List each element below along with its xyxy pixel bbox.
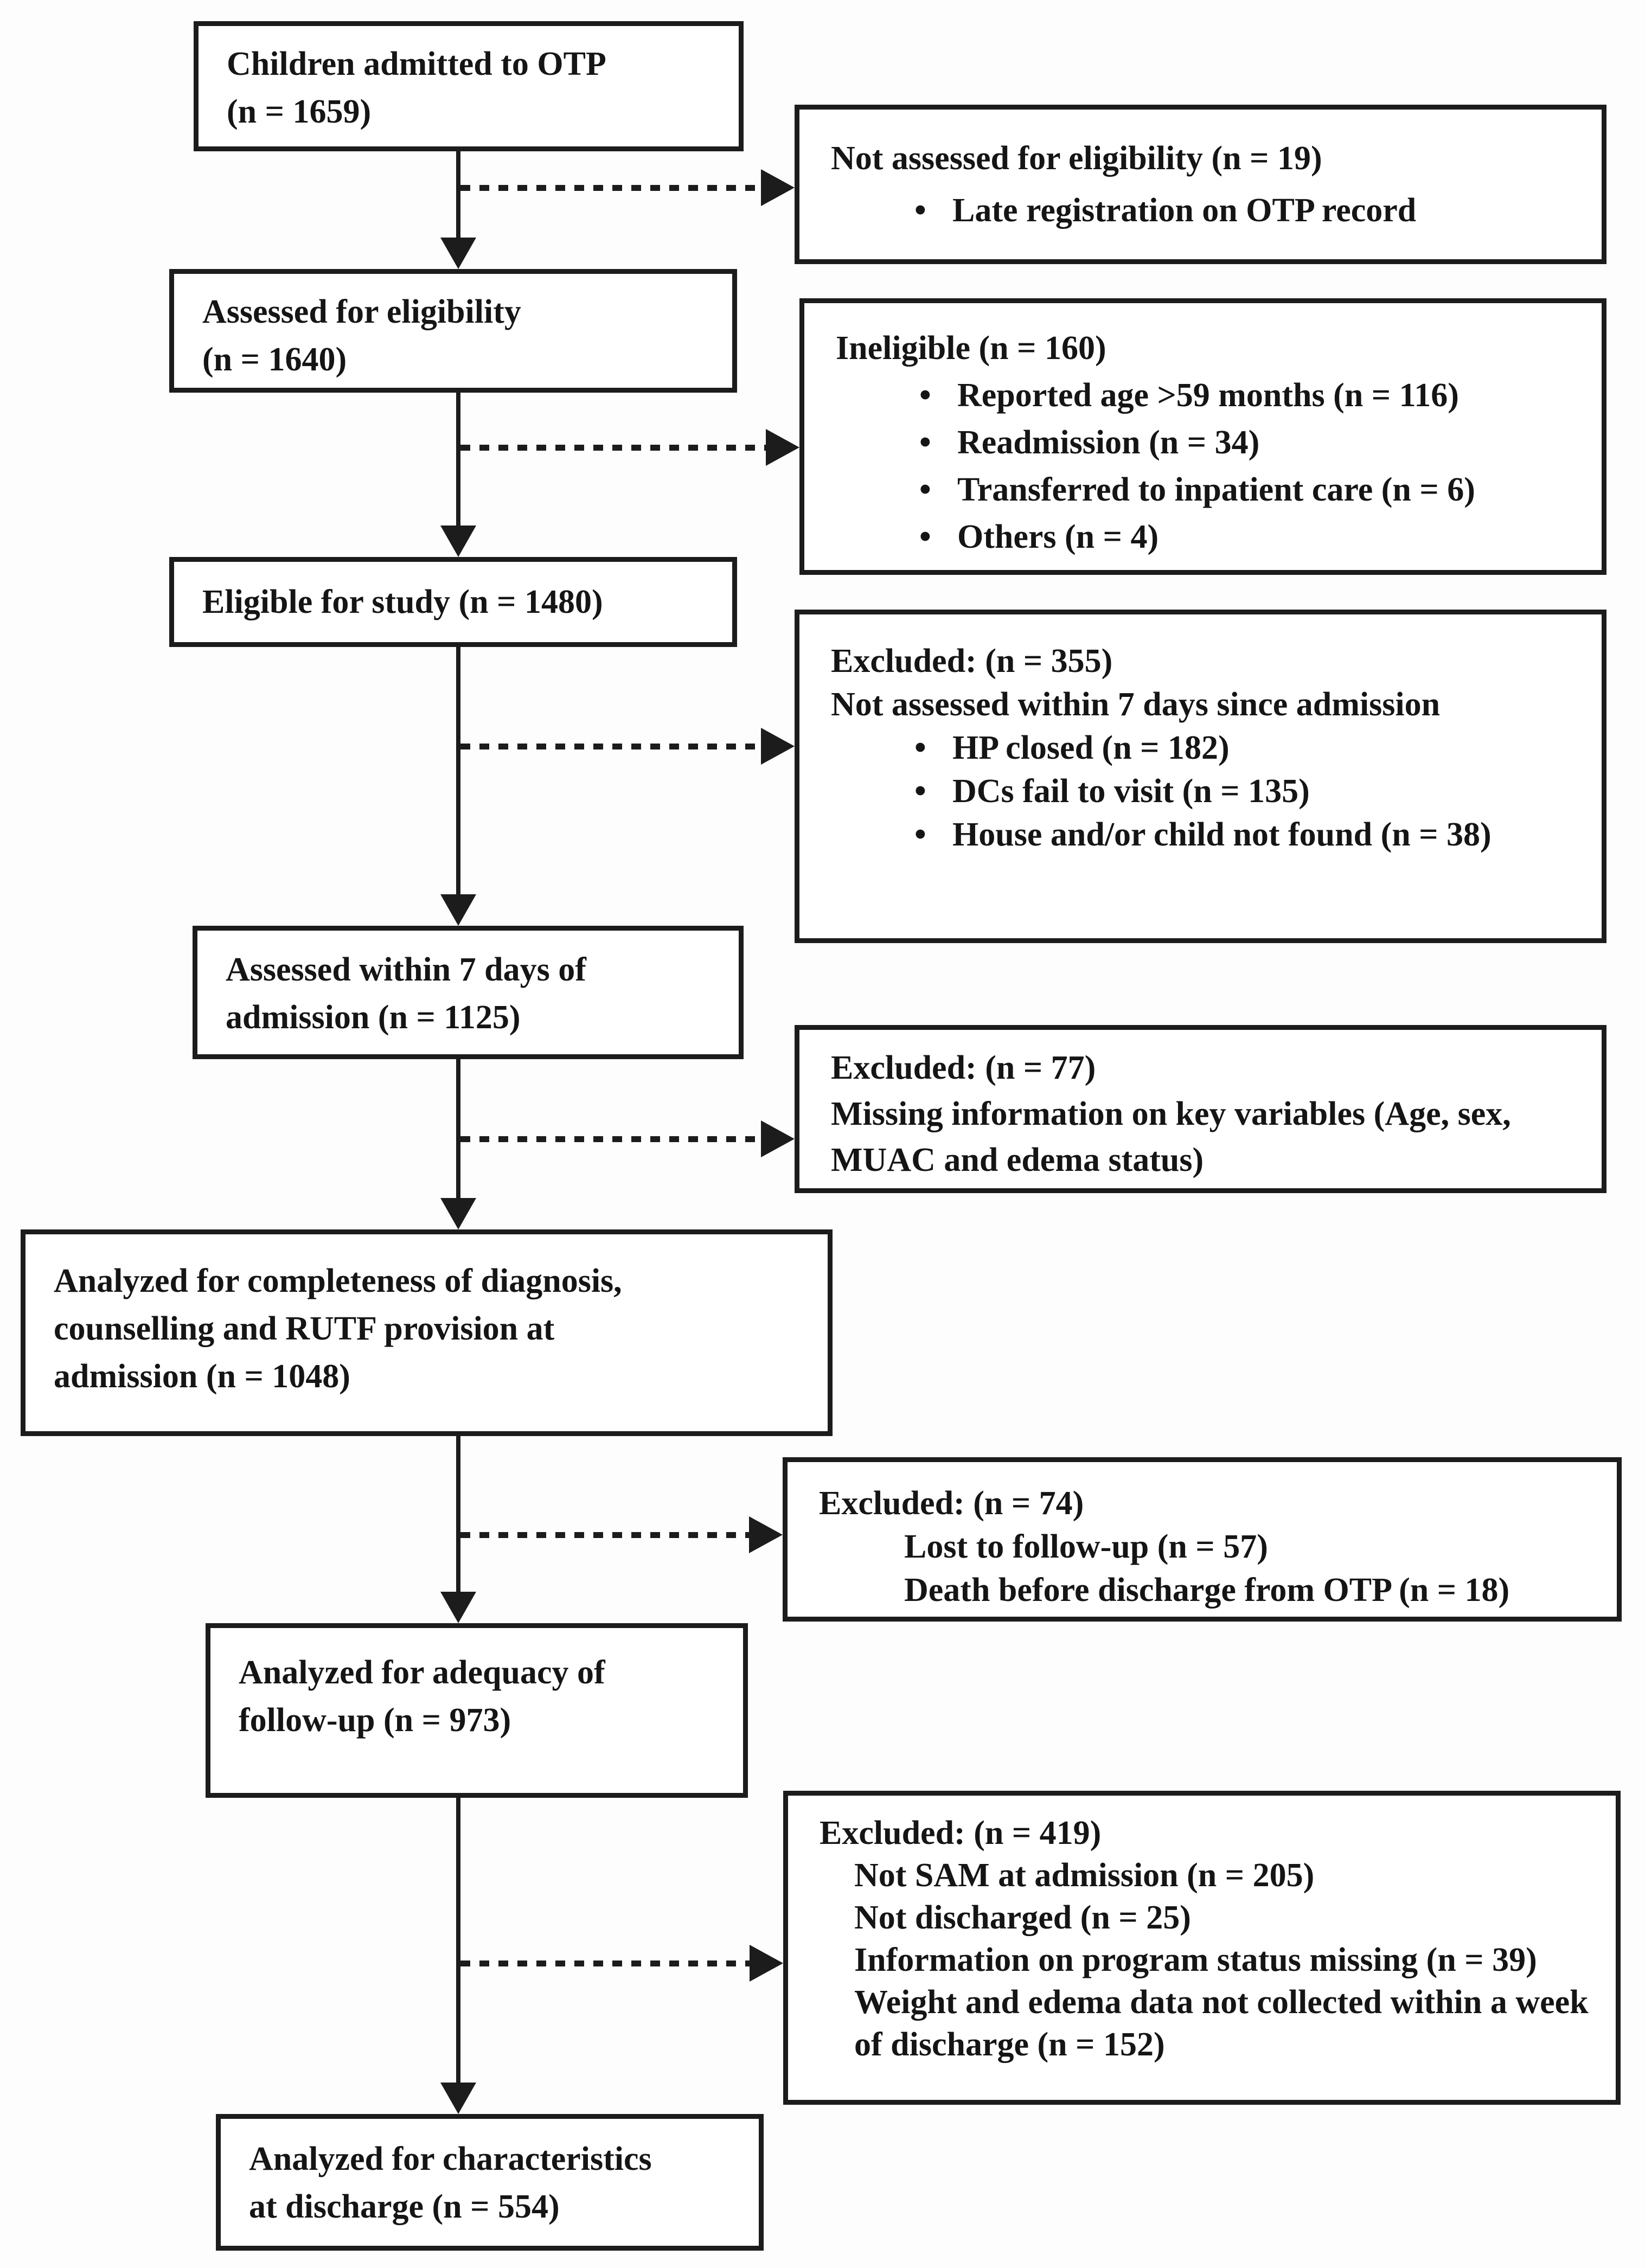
bullet-item: • Transferred to inpatient care (n = 6) <box>804 466 1602 514</box>
right-arrowhead-icon <box>761 1120 795 1157</box>
bullet-icon: • <box>914 729 926 766</box>
flow-box-analyzed-completeness: Analyzed for completeness of diagnosis, … <box>21 1229 833 1436</box>
flow-box-analyzed-discharge: Analyzed for characteristics at discharg… <box>216 2114 764 2251</box>
bullet-icon: • <box>914 816 926 853</box>
bullet-item: • Readmission (n = 34) <box>804 419 1602 466</box>
box-title-line: Excluded: (n = 355) <box>831 643 1113 680</box>
flow-box-eligible-study: Eligible for study (n = 1480) <box>169 557 737 647</box>
indented-item: Not SAM at admission (n = 205) <box>854 1857 1315 1894</box>
down-arrowhead-icon <box>440 238 476 269</box>
box-title-line: Excluded: (n = 419) <box>820 1815 1102 1851</box>
bullet-icon: • <box>919 424 931 461</box>
box-text-line: Analyzed for characteristics <box>249 2141 652 2177</box>
box-text-line: Assessed within 7 days of <box>226 951 586 988</box>
right-arrowhead-icon <box>761 169 795 206</box>
bullet-icon: • <box>919 471 931 508</box>
box-text-line: Eligible for study (n = 1480) <box>202 584 603 620</box>
flow-box-assessed-eligibility: Assessed for eligibility (n = 1640) <box>169 269 737 393</box>
bullet-item-text: DCs fail to visit (n = 135) <box>952 773 1310 810</box>
down-arrowhead-icon <box>440 1198 476 1229</box>
box-title-line: Not assessed for eligibility (n = 19) <box>831 140 1322 177</box>
box-text-line: (n = 1659) <box>227 93 372 130</box>
box-text-line: Children admitted to OTP <box>227 46 606 82</box>
right-arrowhead-icon <box>766 429 799 466</box>
bullet-icon: • <box>919 518 931 555</box>
flow-box-children-admitted: Children admitted to OTP (n = 1659) <box>194 21 744 151</box>
exclusion-box-ineligible: Ineligible (n = 160) • Reported age >59 m… <box>799 298 1606 575</box>
box-title-line: Excluded: (n = 74) <box>819 1485 1084 1522</box>
right-arrowhead-icon <box>749 1516 783 1553</box>
down-connector-5 <box>456 1436 460 1592</box>
down-connector-6 <box>456 1798 460 2083</box>
bullet-item: • House and/or child not found (n = 38) <box>799 813 1602 856</box>
right-arrowhead-icon <box>750 1945 783 1982</box>
box-title-line: Not assessed within 7 days since admissi… <box>831 686 1441 723</box>
bullet-icon: • <box>919 377 931 414</box>
down-connector-3 <box>456 647 460 895</box>
exclusion-box-excluded-355: Excluded: (n = 355) Not assessed within … <box>795 610 1606 943</box>
down-connector-2 <box>456 393 460 526</box>
down-arrowhead-icon <box>440 2083 476 2114</box>
box-text-line: Analyzed for adequacy of <box>239 1654 605 1691</box>
box-paragraph: Missing information on key variables (Ag… <box>831 1095 1511 1178</box>
bullet-item: • DCs fail to visit (n = 135) <box>799 770 1602 813</box>
box-text-line: (n = 1640) <box>202 341 347 378</box>
dashed-connector-5 <box>460 1532 750 1538</box>
box-text-line: follow-up (n = 973) <box>239 1702 511 1739</box>
exclusion-box-excluded-419: Excluded: (n = 419) Not SAM at admission… <box>783 1791 1621 2105</box>
dashed-connector-6 <box>460 1961 751 1966</box>
bullet-item-text: Reported age >59 months (n = 116) <box>957 377 1459 414</box>
down-connector-1 <box>456 151 460 238</box>
exclusion-box-excluded-77: Excluded: (n = 77) Missing information o… <box>795 1025 1606 1193</box>
bullet-icon: • <box>914 773 926 810</box>
down-arrowhead-icon <box>440 1592 476 1623</box>
indented-item: Information on program status missing (n… <box>854 1942 1537 1978</box>
bullet-item: • Others (n = 4) <box>804 514 1602 561</box>
box-text-line: Assessed for eligibility <box>202 293 521 330</box>
box-text-line: admission (n = 1048) <box>54 1358 350 1395</box>
bullet-item: • Reported age >59 months (n = 116) <box>804 372 1602 419</box>
dashed-connector-1 <box>460 185 762 191</box>
flow-box-analyzed-adequacy: Analyzed for adequacy of follow-up (n = … <box>206 1623 748 1798</box>
right-arrowhead-icon <box>761 728 795 765</box>
box-text-line: at discharge (n = 554) <box>249 2188 560 2225</box>
bullet-icon: • <box>914 192 926 229</box>
down-connector-4 <box>456 1059 460 1199</box>
exclusion-box-excluded-74: Excluded: (n = 74) Lost to follow-up (n … <box>783 1457 1622 1622</box>
down-arrowhead-icon <box>440 894 476 926</box>
bullet-item: • HP closed (n = 182) <box>799 726 1602 770</box>
indented-item: Not discharged (n = 25) <box>854 1899 1191 1936</box>
bullet-item-text: Transferred to inpatient care (n = 6) <box>957 471 1475 508</box>
dashed-connector-4 <box>460 1136 762 1142</box>
box-title-line: Excluded: (n = 77) <box>831 1049 1096 1086</box>
dashed-connector-2 <box>460 445 767 451</box>
bullet-item: • Late registration on OTP record <box>799 184 1602 236</box>
box-text-line: admission (n = 1125) <box>226 999 521 1036</box>
box-title-line: Ineligible (n = 160) <box>836 330 1106 367</box>
bullet-item-text: HP closed (n = 182) <box>952 729 1230 766</box>
dashed-connector-3 <box>460 744 762 749</box>
bullet-item-text: House and/or child not found (n = 38) <box>952 816 1492 853</box>
bullet-item-text: Late registration on OTP record <box>952 192 1417 229</box>
flow-box-assessed-7days: Assessed within 7 days of admission (n =… <box>193 926 744 1059</box>
box-text-line: counselling and RUTF provision at <box>54 1310 555 1347</box>
indented-item: Weight and edema data not collected with… <box>854 1984 1589 2063</box>
down-arrowhead-icon <box>440 526 476 557</box>
box-text-line: Analyzed for completeness of diagnosis, <box>54 1263 622 1299</box>
exclusion-box-not-assessed: Not assessed for eligibility (n = 19) • L… <box>795 105 1606 264</box>
bullet-item-text: Readmission (n = 34) <box>957 424 1260 461</box>
indented-item: Death before discharge from OTP (n = 18) <box>904 1572 1510 1609</box>
indented-item: Lost to follow-up (n = 57) <box>904 1528 1268 1565</box>
bullet-item-text: Others (n = 4) <box>957 518 1159 555</box>
